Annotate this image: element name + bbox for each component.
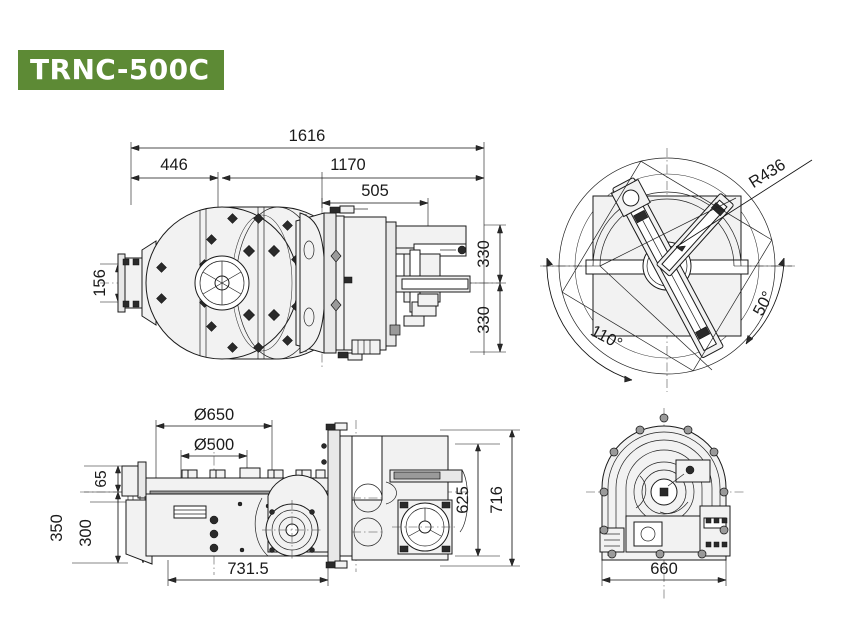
side-view-geometry: 660 [586,408,746,600]
top-left-dimension-chain: 1616 446 1170 505 156 [91,127,506,355]
rotary-swivel-view-geometry: R436 50° 110° [540,148,813,392]
dim-lower-height: 330 [475,306,493,334]
dim-base-length: 731.5 [227,560,268,578]
dim-overall-left-height: 350 [48,514,66,542]
plan-view-geometry [80,420,470,575]
dim-inner-width: 625 [454,486,472,514]
front-view-geometry [100,205,500,370]
dim-mid-section: 505 [361,182,389,200]
model-title-text: TRNC-500C [30,53,210,86]
dim-total-length: 1616 [289,127,326,145]
dim-swing-radius: R436 [746,156,789,192]
dim-left-section: 446 [160,156,188,174]
dim-base-width: 660 [650,560,678,578]
dim-right-section: 1170 [330,156,365,174]
dim-tilt-angle-right: 50° [750,288,778,318]
dim-overall-width: 716 [488,486,506,514]
model-title-badge: TRNC-500C [18,50,224,90]
dim-inner-height: 300 [77,519,95,547]
dim-table-outer-diameter: Ø650 [194,406,234,424]
dim-upper-height: 330 [475,240,493,268]
dim-top-offset: 65 [93,470,110,487]
